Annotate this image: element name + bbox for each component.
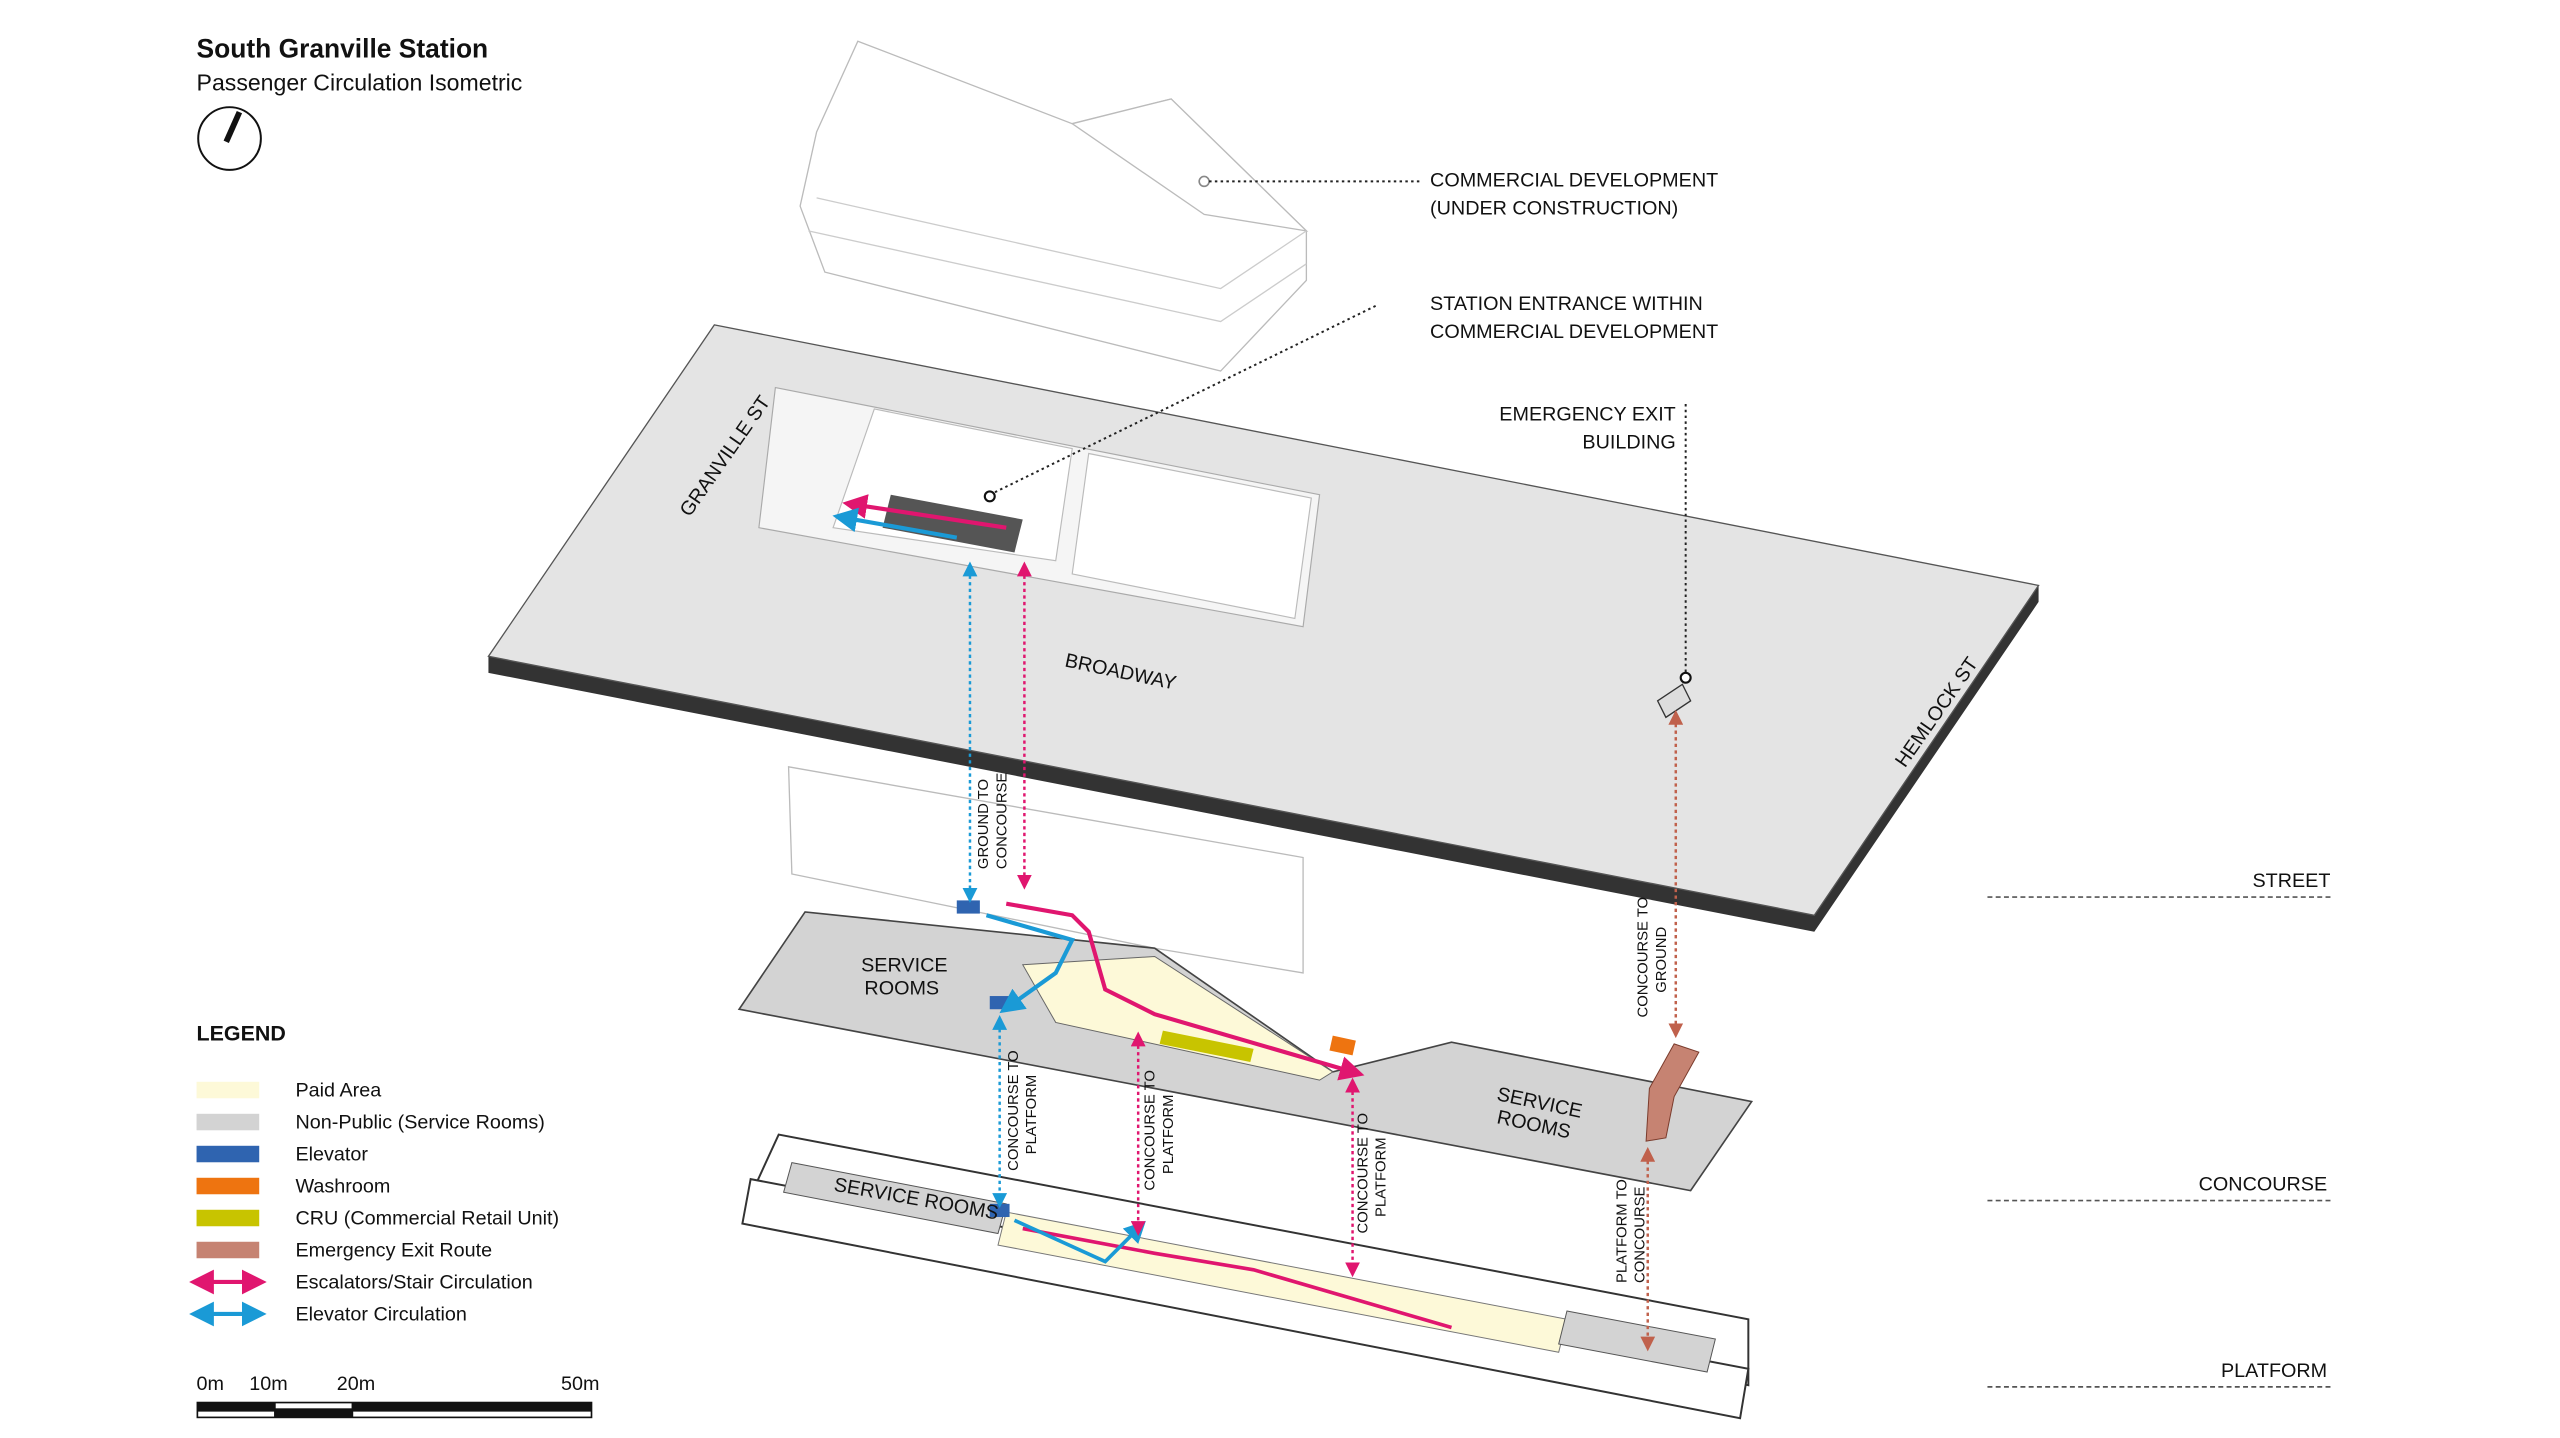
page-title: South Granville Station [197,34,489,64]
legend-label: Emergency Exit Route [295,1240,492,1262]
commercial-building [799,40,1309,372]
room-label: ROOMS [864,977,939,999]
callout-commercial: COMMERCIAL DEVELOPMENT [1430,169,1718,191]
legend-title: LEGEND [197,1022,286,1046]
page-subtitle: Passenger Circulation Isometric [197,70,523,96]
room-label: SERVICE [861,954,947,976]
callout-entrance: STATION ENTRANCE WITHIN [1430,293,1703,315]
legend-item: Washroom [196,1176,390,1198]
legend-swatch [196,1209,260,1227]
legend-item: CRU (Commercial Retail Unit) [196,1208,559,1230]
level-label-platform: PLATFORM [2221,1360,2327,1382]
legend-swatch [196,1145,260,1163]
connector-label: CONCOURSE [994,773,1010,869]
street-circulation [832,494,1023,553]
connector-label: CONCOURSE TO [1006,1050,1022,1171]
connector-label: PLATFORM [1374,1137,1390,1217]
legend-label: Elevator [295,1144,368,1166]
scale-bar: 0m 10m 20m 50m [196,1373,599,1419]
connector-label: GROUND [1654,927,1670,993]
legend-item: Paid Area [196,1080,381,1102]
connector-label: CONCOURSE [1632,1186,1648,1282]
legend-item: Escalators/Stair Circulation [189,1269,533,1295]
scale-label: 20m [337,1373,375,1395]
connector-label: CONCOURSE TO [1143,1070,1159,1191]
callout-leader [989,304,1378,496]
legend-item: Emergency Exit Route [196,1240,492,1262]
level-label-concourse: CONCOURSE [2199,1174,2328,1196]
scale-label: 50m [561,1373,599,1395]
legend-swatch [196,1177,260,1195]
concourse-level-slab [737,766,1754,1192]
legend-label: CRU (Commercial Retail Unit) [295,1208,559,1230]
legend-item: Non-Public (Service Rooms) [196,1112,545,1134]
legend-label: Elevator Circulation [295,1304,466,1326]
legend-label: Washroom [295,1176,390,1198]
legend-item: Elevator [196,1144,368,1166]
callout-entrance: COMMERCIAL DEVELOPMENT [1430,321,1718,343]
legend-swatch [196,1113,260,1131]
connector-label: PLATFORM [1024,1075,1040,1155]
north-arrow-icon [197,106,262,171]
legend-label: Non-Public (Service Rooms) [295,1112,544,1134]
legend-swatch [196,1081,260,1099]
platform-level [741,1133,1750,1420]
callout-marker [1679,671,1692,684]
callout-emergency: EMERGENCY EXIT [1499,404,1675,426]
street-level-slab [487,324,2040,932]
legend-label: Paid Area [295,1080,381,1102]
connector-label: PLATFORM TO [1614,1179,1630,1283]
callout-emergency: BUILDING [1582,432,1675,454]
connector-label: PLATFORM [1161,1095,1177,1175]
legend-swatch [196,1241,260,1259]
callout-marker [983,490,996,503]
legend-label: Escalators/Stair Circulation [295,1272,532,1294]
scale-label: 0m [197,1373,224,1395]
legend-item: Elevator Circulation [189,1301,467,1327]
connector-label: CONCOURSE TO [1636,897,1652,1018]
callout-commercial: (UNDER CONSTRUCTION) [1430,197,1678,219]
connector-label: CONCOURSE TO [1355,1113,1371,1234]
scale-label: 10m [249,1373,287,1395]
connector-label: GROUND TO [976,779,992,869]
level-label-street: STREET [2252,870,2330,892]
